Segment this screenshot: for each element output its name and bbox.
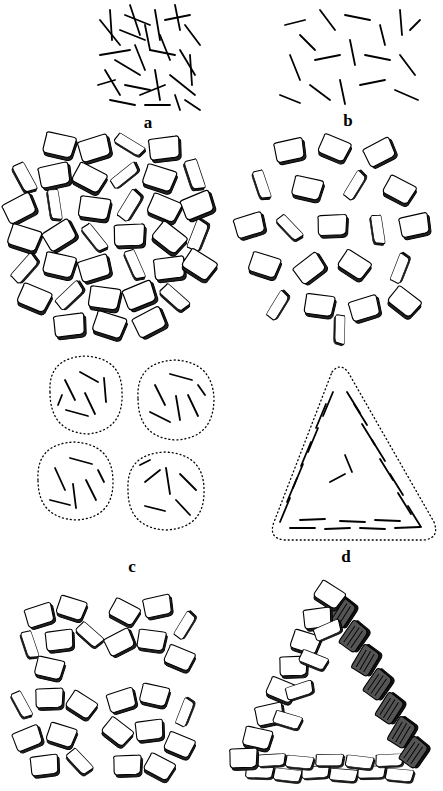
panel-letter: c (128, 558, 136, 575)
domain-outline (38, 356, 214, 530)
panel-letter: b (343, 112, 352, 129)
plate-cluster (1, 131, 220, 342)
plate-cluster (229, 579, 433, 784)
domain-outline (272, 367, 435, 540)
stick-diagram (98, 5, 200, 110)
plate-cluster (9, 593, 199, 785)
stick-diagram (280, 10, 420, 104)
stick-diagram (50, 372, 205, 515)
panel-letter: a (144, 114, 153, 131)
plate-cluster (232, 133, 434, 346)
stick-diagram (280, 392, 421, 529)
panel-letter: d (341, 548, 350, 565)
